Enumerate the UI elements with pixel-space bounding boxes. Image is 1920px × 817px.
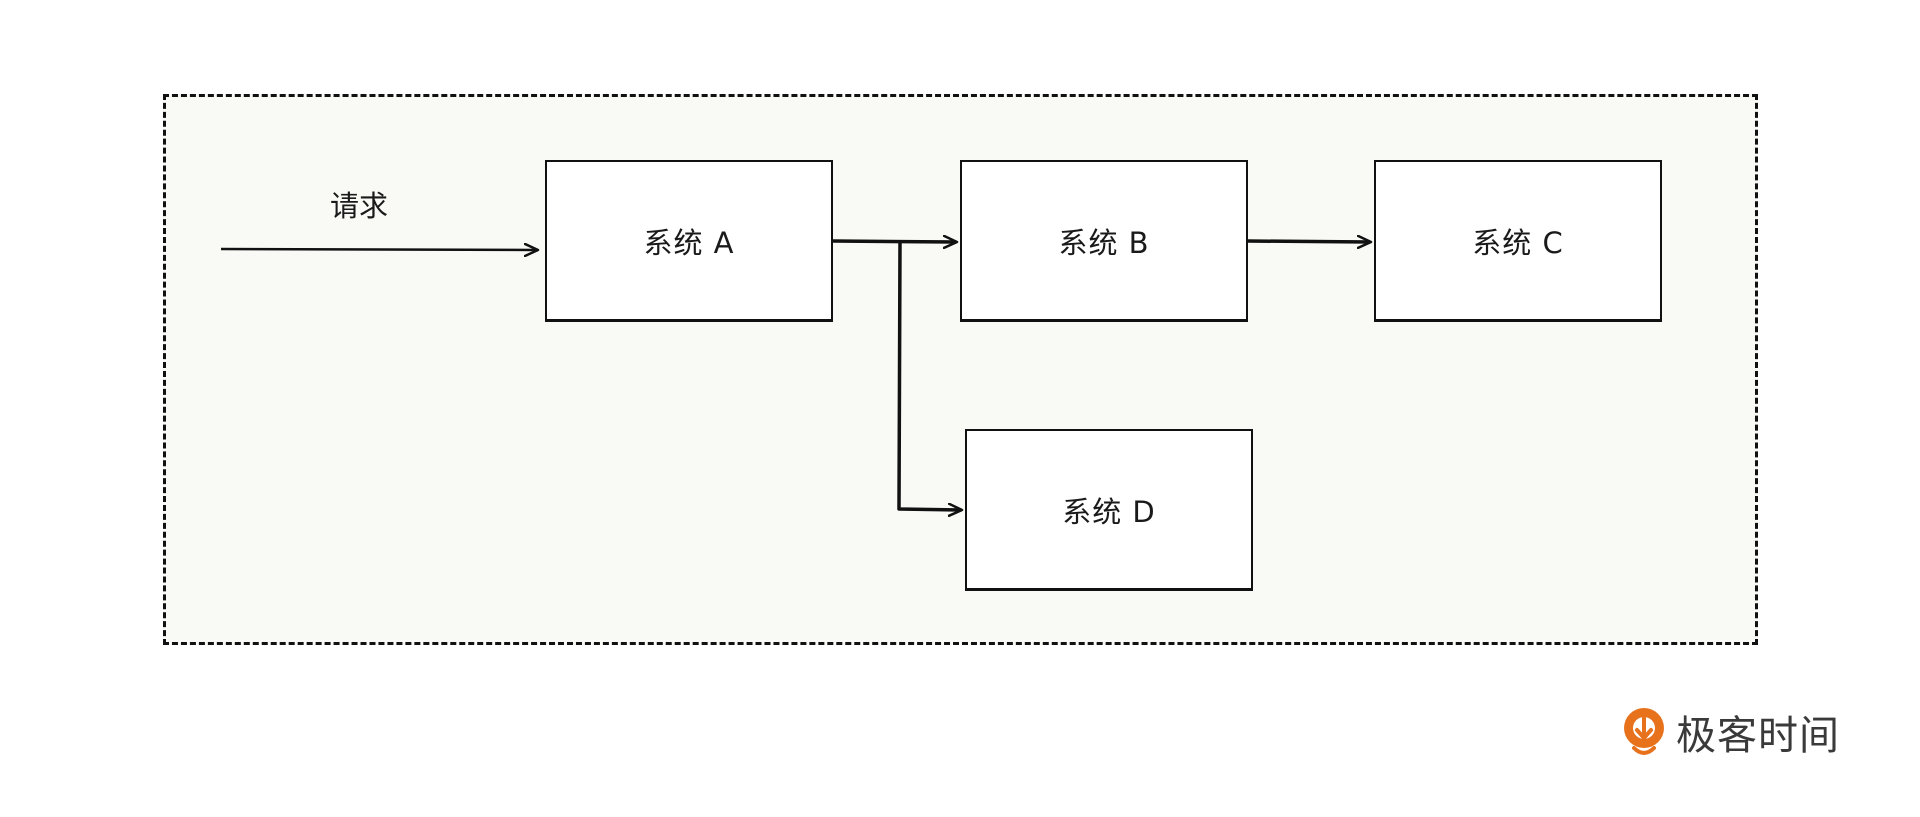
edge-request-to-a <box>220 249 537 250</box>
node-system-d: 系统 D <box>965 429 1253 591</box>
geektime-logo: 极客时间 <box>1620 704 1840 760</box>
node-system-a: 系统 A <box>545 160 833 322</box>
node-system-a-label: 系统 A <box>643 225 735 260</box>
node-system-d-label: 系统 D <box>1062 494 1156 529</box>
node-system-b: 系统 B <box>960 160 1248 322</box>
node-system-c: 系统 C <box>1374 160 1662 322</box>
geektime-logo-icon <box>1624 708 1664 755</box>
logo-text: 极客时间 <box>1676 713 1840 759</box>
edge-b-to-c <box>1247 241 1370 242</box>
node-system-b-label: 系统 B <box>1058 225 1150 260</box>
node-system-c-label: 系统 C <box>1472 225 1564 260</box>
edge-a-to-d <box>897 241 961 510</box>
edge-a-to-b <box>832 241 956 242</box>
request-label: 请求 <box>330 189 389 223</box>
